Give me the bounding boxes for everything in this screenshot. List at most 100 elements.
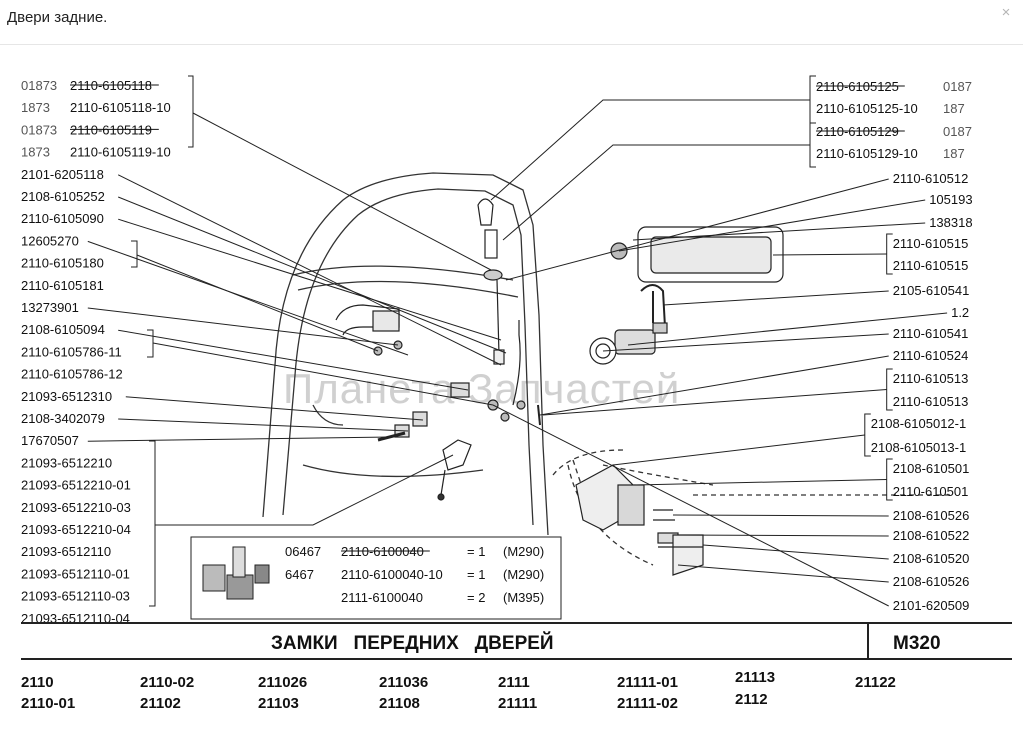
model-code: 21108	[379, 695, 420, 712]
model-code: 211026	[258, 674, 307, 691]
left-label-14: 21093-6512310	[21, 389, 112, 404]
part-number: 17670507	[21, 433, 79, 448]
part-number: 2110-6105119-10	[70, 145, 171, 160]
right-label-5: 105193	[929, 192, 972, 207]
model-code: 2110	[21, 674, 54, 691]
kit-prefix: 6467	[285, 567, 314, 582]
right-label-11: 2110-610541	[893, 326, 969, 341]
part-number: 2108-6105012-1	[871, 416, 966, 431]
part-number: 105193	[929, 192, 972, 207]
leader-line	[118, 196, 507, 354]
left-label-12: 2110-6105786-11	[21, 344, 122, 359]
part-number: 2110-6105180	[21, 256, 104, 271]
part-number: 2108-610501	[893, 461, 970, 476]
kit-model: (M290)	[503, 567, 544, 582]
left-label-13: 2110-6105786-12	[21, 367, 123, 382]
part-number: 2110-610513	[893, 394, 969, 409]
right-label-18: 2110-610501	[893, 484, 969, 499]
left-leader-lines	[87, 75, 507, 607]
part-number: 2110-6105129-10	[816, 146, 918, 161]
right-label-22: 2108-610526	[893, 574, 970, 589]
part-number: 2108-6105013-1	[871, 440, 966, 455]
leader-line	[542, 389, 887, 416]
parts-diagram: Планета Запчастей	[21, 75, 1012, 712]
part-number: 2110-6105786-12	[21, 367, 123, 382]
leader-line	[118, 418, 409, 432]
part-number: 21093-6512310	[21, 389, 112, 404]
close-icon[interactable]: ×	[1001, 4, 1011, 21]
left-label-23: 21093-6512110-03	[21, 589, 130, 604]
right-label-6: 138318	[929, 215, 972, 230]
kit-quantity: = 1	[467, 567, 485, 582]
right-label-16: 2108-6105013-1	[871, 440, 966, 455]
right-label-8: 2110-610515	[893, 258, 969, 273]
left-label-11: 2108-6105094	[21, 322, 105, 337]
right-label-17: 2108-610501	[893, 461, 970, 476]
right-label-14: 2110-610513	[893, 394, 969, 409]
leader-line	[632, 222, 926, 241]
watermark-text: Планета Запчастей	[283, 365, 680, 412]
leader-line	[632, 479, 887, 486]
model-code: 21111-02	[617, 695, 678, 712]
left-label-9: 2110-6105181	[21, 278, 104, 293]
parts-diagram-sheet: Планета Запчастей	[13, 65, 1012, 716]
left-label-18: 21093-6512210-01	[21, 478, 131, 493]
part-number: 2110-610524	[893, 348, 969, 363]
part-number: 2108-610526	[893, 508, 970, 523]
model-code: 21103	[258, 695, 299, 712]
right-label-9: 2105-610541	[893, 283, 970, 298]
part-number: 13273901	[21, 300, 79, 315]
right-label-21: 2108-610520	[893, 551, 970, 566]
kit-row-1: 6467 2110-6100040-10 = 1 (M290)	[285, 567, 544, 582]
bracket	[188, 75, 194, 148]
part-number: 2110-6105181	[21, 278, 104, 293]
leader-line	[502, 144, 810, 241]
label-prefix: 01873	[21, 78, 57, 93]
part-number: 2110-6105090	[21, 211, 104, 226]
part-number: 2110-610513	[893, 371, 969, 386]
bracket	[149, 440, 156, 607]
left-label-17: 21093-6512210	[21, 455, 112, 470]
left-label-21: 21093-6512110	[21, 544, 111, 559]
part-number: 2110-6105118-10	[70, 100, 171, 115]
left-label-7: 12605270	[21, 233, 79, 248]
right-label-10: 1.2	[951, 305, 969, 320]
leader-line	[672, 534, 889, 537]
right-label-13: 2110-610513	[893, 371, 969, 386]
left-label-10: 13273901	[21, 300, 79, 315]
part-number: 2108-610520	[893, 551, 970, 566]
kit-part-number: 2111-6100040	[341, 590, 423, 605]
left-label-19: 21093-6512210-03	[21, 500, 131, 515]
leader-line	[627, 312, 948, 346]
dialog-header: Двери задние. ×	[0, 0, 1023, 45]
kit-prefix: 06467	[285, 544, 321, 559]
leader-line	[117, 174, 502, 366]
leader-line	[490, 99, 810, 201]
kit-quantity: = 2	[467, 590, 485, 605]
part-number: 1.2	[951, 305, 969, 320]
model-code: 21122	[855, 674, 896, 691]
left-label-15: 2108-3402079	[21, 411, 105, 426]
left-label-20: 21093-6512210-04	[21, 522, 131, 537]
part-number: 2108-6105252	[21, 189, 105, 204]
kit-model: (M395)	[503, 590, 544, 605]
part-number: 21093-6512210-03	[21, 500, 131, 515]
right-label-4: 2110-610512	[893, 171, 969, 186]
left-label-16: 17670507	[21, 433, 79, 448]
leader-line	[87, 240, 409, 356]
part-number: 2110-610501	[893, 484, 969, 499]
part-number: 2101-620509	[893, 598, 970, 613]
leader-line	[87, 307, 399, 346]
label-suffix: 187	[943, 101, 965, 116]
part-number: 21093-6512210	[21, 455, 112, 470]
model-code: 21113	[735, 669, 775, 686]
model-code: 2110-01	[21, 695, 75, 712]
kit-part-number: 2110-6100040-10	[341, 567, 443, 582]
